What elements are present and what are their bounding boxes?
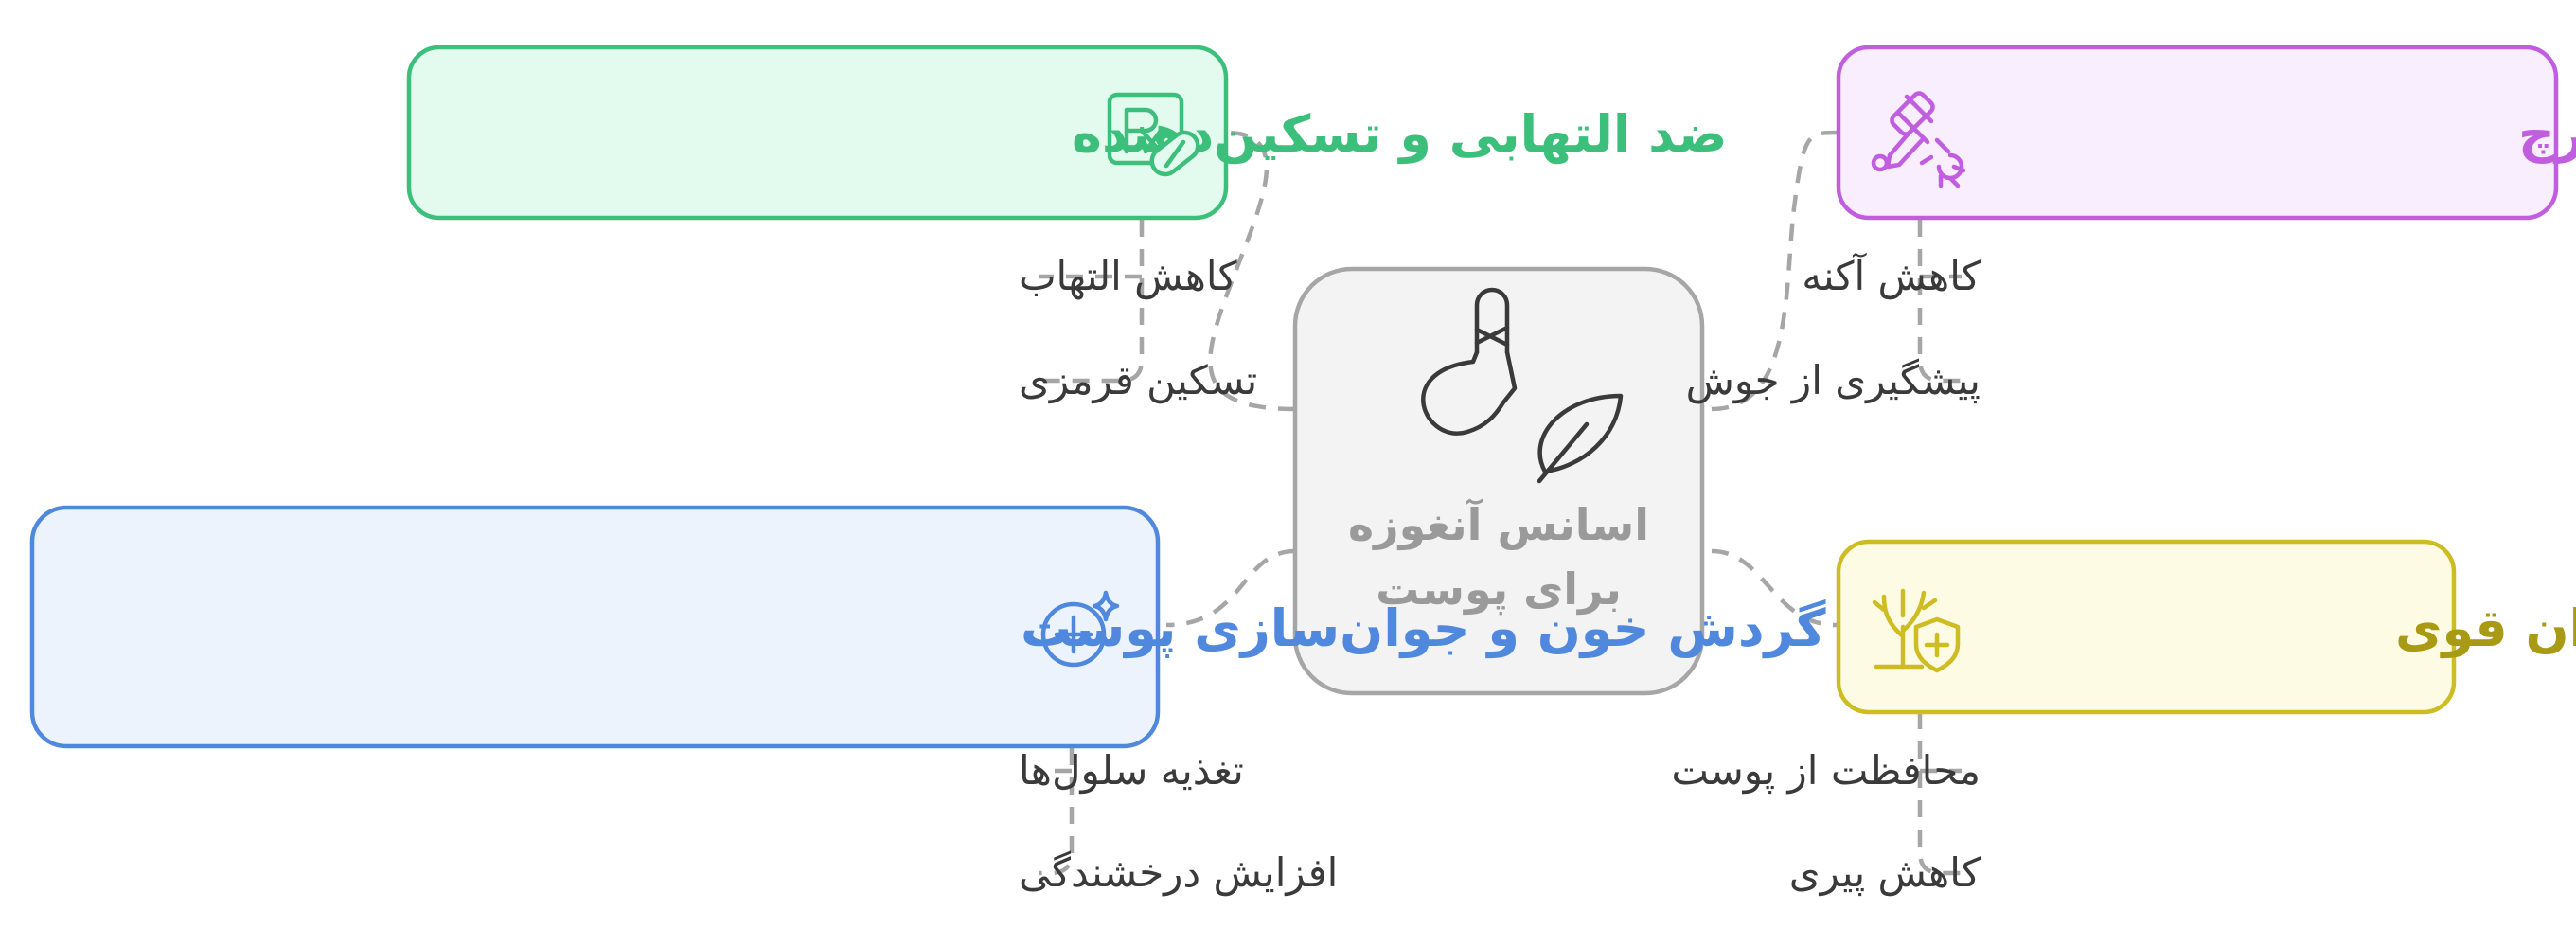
connector-anti-inflammatory-items bbox=[1039, 220, 1145, 384]
connector-center-to-antioxidant bbox=[1711, 548, 1838, 628]
circulation-item-1: تغذیه سلول‌ها bbox=[1019, 747, 1244, 794]
center-title-line-1: اسانس آنغوزه bbox=[1348, 498, 1649, 550]
center-title-line-2: برای پوست bbox=[1376, 563, 1622, 616]
connector-center-to-circulation bbox=[1165, 548, 1296, 628]
center-node-box bbox=[1292, 266, 1705, 696]
anti-inflammatory-item-1: کاهش التهاب bbox=[1019, 253, 1237, 300]
branch-antioxidant: آنتی اکسیدان قوی محافظت از پوست کاهش پیر… bbox=[1671, 539, 2576, 897]
branch-circulation: بهبود گردش خون و جوان‌سازی پوست تغذیه سل… bbox=[29, 505, 1976, 896]
bulb-leaf-icon bbox=[1421, 287, 1624, 484]
antibacterial-item-1: کاهش آکنه bbox=[1802, 252, 1981, 299]
plus-sparkle-icon bbox=[1040, 590, 1120, 668]
connector-antioxidant-items bbox=[1917, 712, 1962, 876]
antibacterial-item-2: پیشگیری از جوش bbox=[1686, 357, 1981, 404]
pipette-bacteria-icon bbox=[1871, 91, 1966, 188]
anti-inflammatory-item-2: تسکین قرمزی bbox=[1019, 357, 1257, 403]
prescription-pill-icon bbox=[1107, 92, 1200, 177]
center-node: اسانس آنغوزه برای پوست bbox=[1292, 266, 1705, 696]
antioxidant-item-1: محافظت از پوست bbox=[1671, 747, 1981, 795]
shield-tree-icon bbox=[1872, 588, 1961, 673]
anti-inflammatory-box bbox=[406, 45, 1229, 221]
connector-center-to-anti-inflammatory bbox=[1208, 130, 1296, 412]
connectors bbox=[1039, 130, 1962, 876]
antibacterial-box bbox=[1836, 45, 2559, 221]
antibacterial-title: ضد باکتری و ضد قارچ bbox=[2518, 104, 2576, 164]
antioxidant-title: آنتی اکسیدان قوی bbox=[2395, 597, 2576, 658]
connector-circulation-items bbox=[1039, 748, 1075, 876]
connector-antibacterial-items bbox=[1917, 220, 1962, 384]
circulation-title: بهبود گردش خون و جوان‌سازی پوست bbox=[1021, 598, 1976, 658]
antioxidant-item-2: کاهش پیری bbox=[1789, 849, 1981, 897]
circulation-item-2: افزایش درخشندگی bbox=[1019, 849, 1338, 896]
circulation-box bbox=[29, 505, 1161, 749]
branch-antibacterial: ضد باکتری و ضد قارچ کاهش آکنه پیشگیری از… bbox=[1686, 45, 2576, 404]
branch-anti-inflammatory: ضد التهابی و تسکین‌دهنده کاهش التهاب تسک… bbox=[406, 45, 1728, 403]
antioxidant-box bbox=[1836, 539, 2457, 715]
